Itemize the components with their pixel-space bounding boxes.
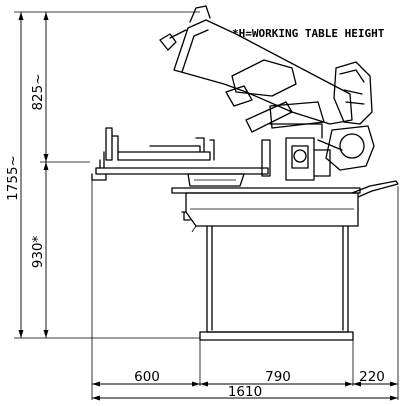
dim-width-middle: 790 bbox=[265, 369, 291, 385]
saw-head bbox=[159, 5, 375, 171]
horizontal-dimensions bbox=[91, 176, 399, 401]
working-height-note: *H=WORKING TABLE HEIGHT bbox=[232, 27, 385, 40]
vertical-dimensions bbox=[14, 11, 200, 339]
dim-width-left: 600 bbox=[134, 369, 160, 385]
dim-upper-height: 825~ bbox=[30, 73, 46, 110]
machine-stand bbox=[171, 180, 399, 341]
dim-total-width: 1610 bbox=[228, 384, 262, 400]
dim-total-height: 1755~ bbox=[5, 155, 21, 201]
dim-table-height: 930* bbox=[30, 235, 46, 268]
material-support-arm bbox=[91, 127, 269, 187]
dim-width-right: 220 bbox=[359, 369, 385, 385]
